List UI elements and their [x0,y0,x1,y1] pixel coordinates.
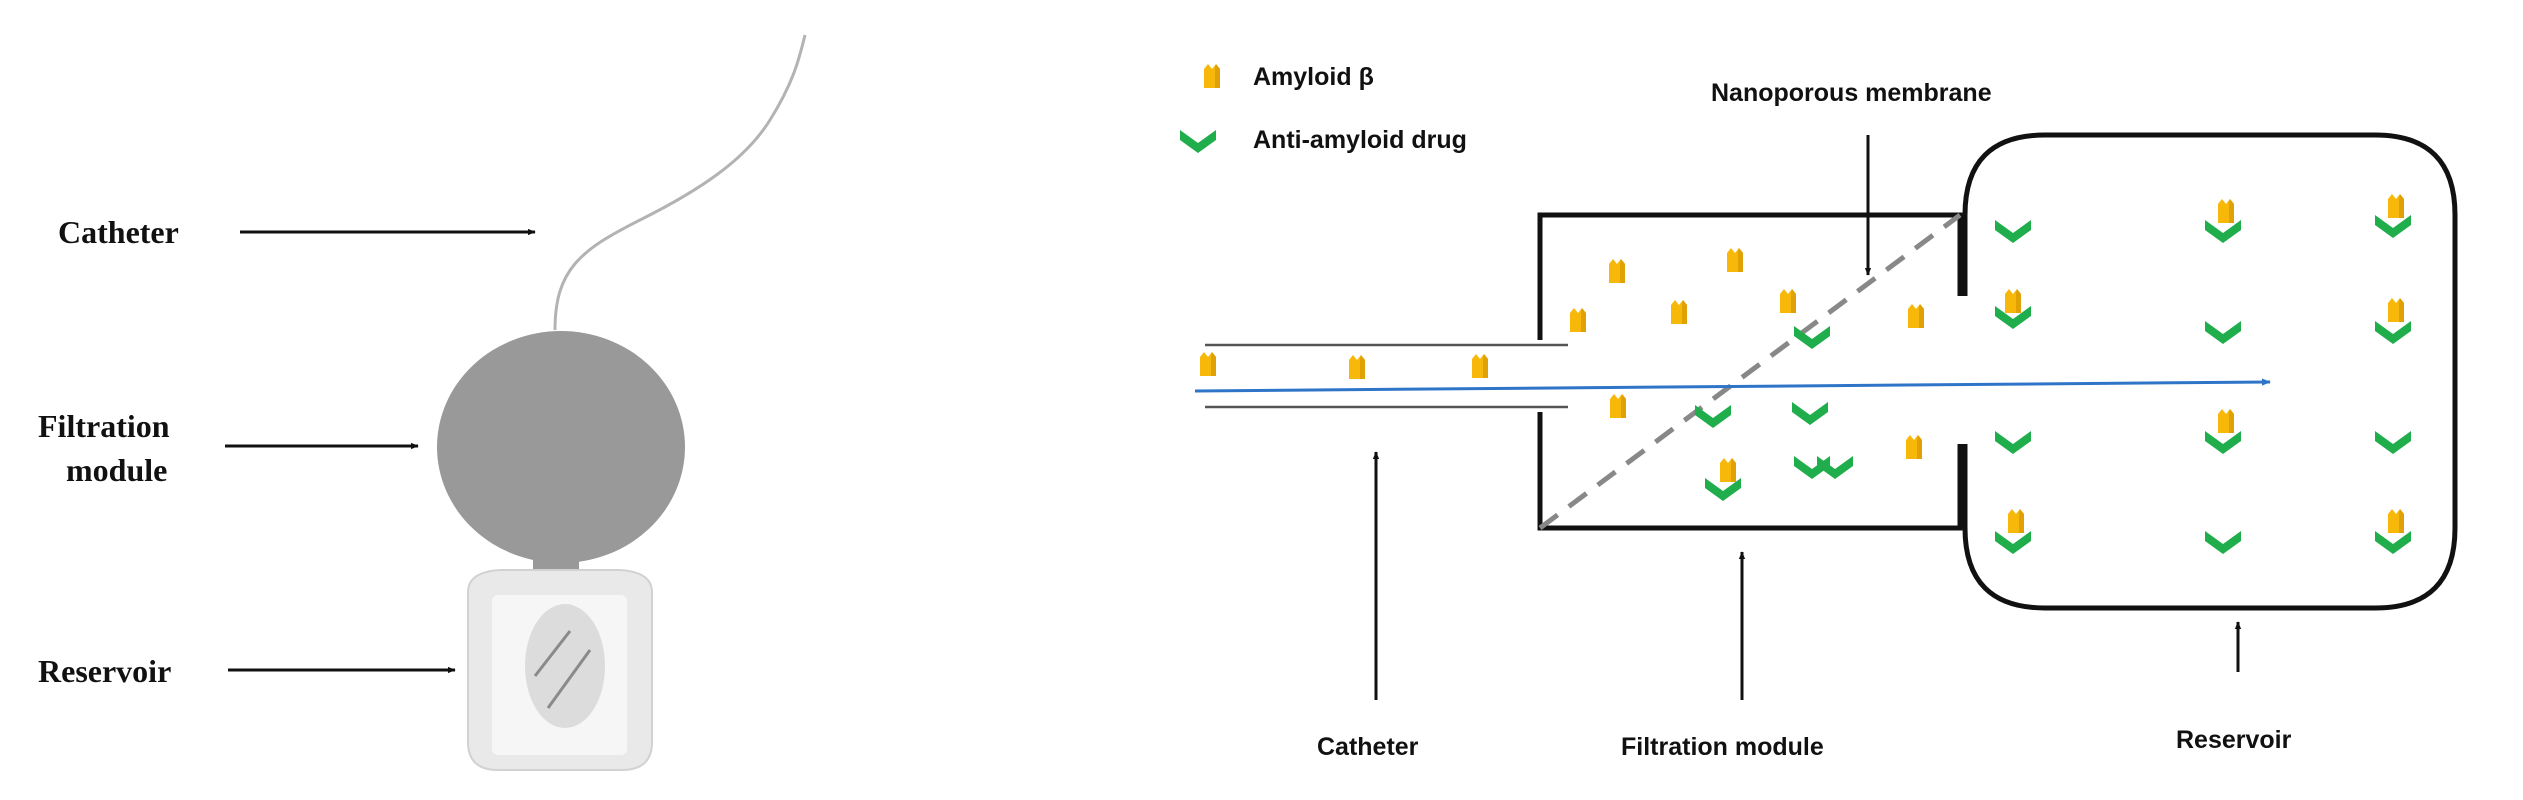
left-reservoir-label: Reservoir [38,653,171,689]
drug-particle [2205,531,2241,554]
filtration-module-shape [437,331,685,563]
legend-drug-icon [1180,130,1216,153]
right-filtration-label: Filtration module [1621,733,1824,761]
legend: Amyloid β Anti-amyloid drug [1180,63,1467,154]
drug-particle [2205,431,2241,454]
drug-particle [1794,326,1830,349]
reservoir-shape [467,569,653,771]
left-filtration-label-line2: module [66,452,167,488]
filtration-module-box [1537,212,1963,531]
drug-particle [1792,402,1828,425]
amyloid-particle [1727,248,1743,272]
drug-particle [2375,431,2411,454]
catheter-channel [1205,343,1568,409]
amyloid-particle [1349,355,1365,379]
nanoporous-membrane [1538,212,1962,531]
flow-arrow [1194,378,2271,393]
drug-particle [2375,215,2411,238]
drug-particle [1995,220,2031,243]
drug-particle [1995,531,2031,554]
drug-particle [2205,321,2241,344]
reservoir-box [1962,132,2458,611]
membrane-label: Nanoporous membrane [1711,79,1992,107]
right-catheter-label: Catheter [1317,733,1419,761]
amyloid-particle [1780,289,1796,313]
right-schematic-panel: Amyloid β Anti-amyloid drug [1180,63,2458,761]
amyloid-particle [1200,352,1216,376]
drug-particle [1817,456,1853,479]
amyloid-particle [1908,304,1924,328]
left-catheter-label: Catheter [58,214,179,250]
drug-particle [1995,431,2031,454]
left-device-panel: Catheter Filtration module Reservoir [38,34,807,771]
amyloid-particle [1609,259,1625,283]
amyloid-particle [1570,308,1586,332]
amyloid-particle [1720,458,1736,482]
amyloid-particle [1671,300,1687,324]
amyloid-particle [1906,435,1922,459]
amyloid-particle [2388,509,2404,533]
legend-drug-label: Anti-amyloid drug [1253,126,1467,154]
drug-particle [2375,531,2411,554]
right-reservoir-label: Reservoir [2176,726,2292,754]
drug-particle [2205,220,2241,243]
amyloid-particle [2008,509,2024,533]
legend-amyloid-label: Amyloid β [1253,63,1374,91]
amyloid-particle [2218,409,2234,433]
left-filtration-label-line1: Filtration [38,408,170,444]
amyloid-particle [1472,354,1488,378]
drug-particle [2375,321,2411,344]
catheter-tube [553,34,807,331]
amyloid-particle [1610,394,1626,418]
legend-amyloid-icon [1204,64,1220,88]
amyloid-particle [2388,298,2404,322]
bound-amyloid [1720,194,2404,533]
amyloid-particles [1200,248,1796,418]
amyloid-particle [2388,194,2404,218]
amyloid-particle [2005,289,2021,313]
amyloid-particle [2218,199,2234,223]
